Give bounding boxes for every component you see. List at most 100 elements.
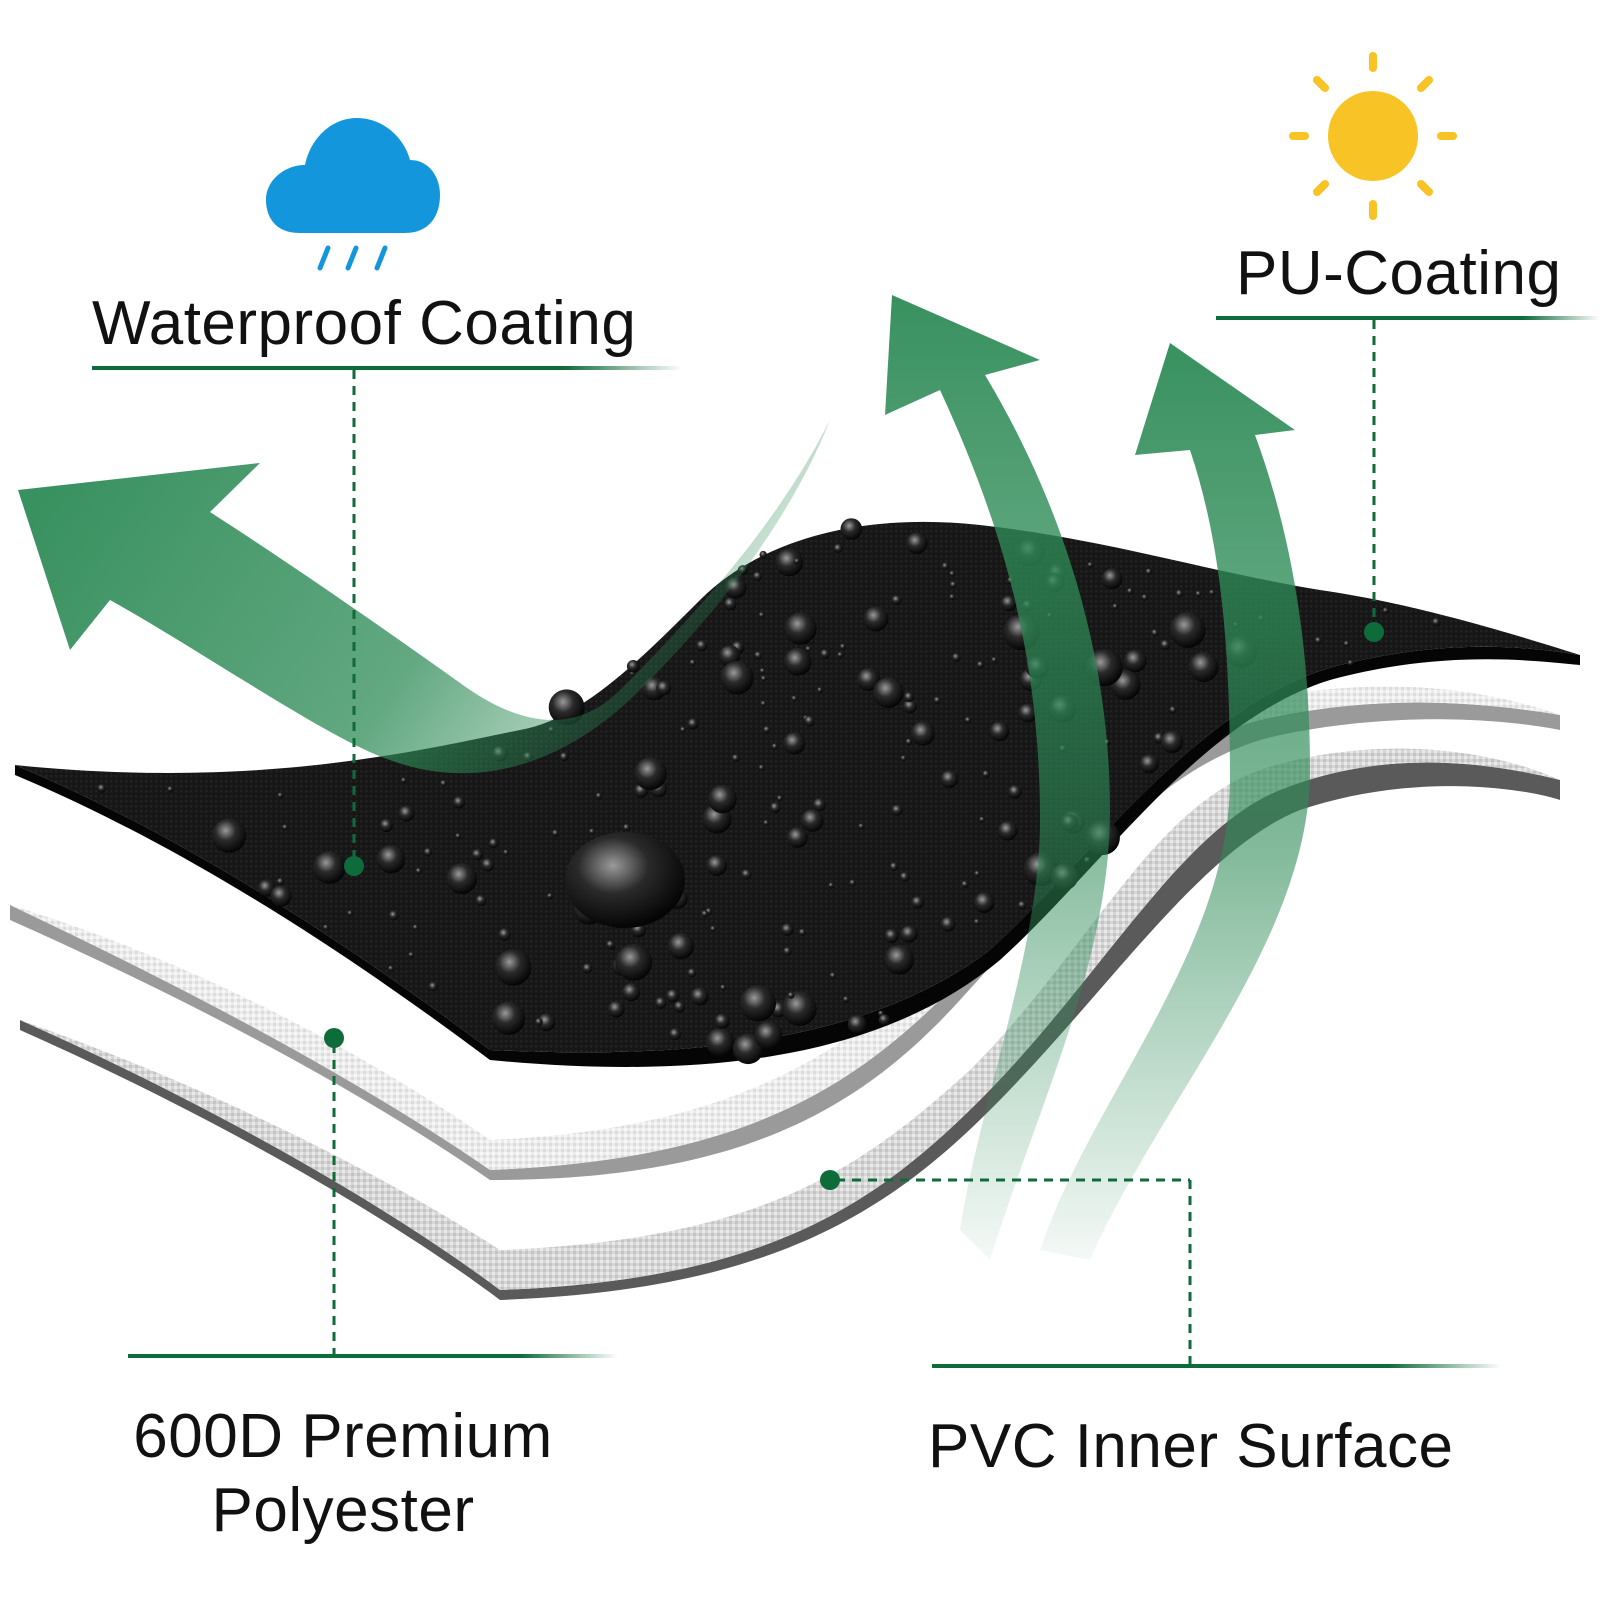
water-droplet bbox=[910, 721, 936, 746]
water-droplet bbox=[739, 985, 777, 1022]
water-droplet bbox=[1160, 730, 1184, 754]
water-droplet bbox=[964, 716, 972, 724]
water-droplet bbox=[906, 532, 928, 555]
water-droplet bbox=[776, 795, 783, 802]
water-droplet bbox=[798, 928, 806, 936]
water-droplet bbox=[1145, 568, 1153, 576]
water-droplet bbox=[732, 1033, 764, 1065]
water-droplet bbox=[941, 562, 949, 570]
water-droplet bbox=[97, 784, 107, 793]
water-droplet bbox=[900, 755, 907, 762]
water-droplet bbox=[582, 963, 593, 974]
water-droplet bbox=[863, 606, 889, 632]
water-droplet bbox=[270, 885, 292, 907]
water-droplet bbox=[622, 983, 641, 1002]
water-droplet bbox=[687, 968, 697, 978]
water-droplet bbox=[667, 932, 695, 960]
water-droplet bbox=[1112, 603, 1119, 610]
water-droplet bbox=[211, 818, 247, 853]
label-pu-coating: PU-Coating bbox=[1236, 239, 1562, 308]
label-pvc-inner-surface: PVC Inner Surface bbox=[928, 1412, 1454, 1481]
water-droplet bbox=[763, 819, 770, 826]
water-droplet bbox=[782, 991, 817, 1026]
water-droplet bbox=[891, 595, 902, 605]
water-droplet bbox=[741, 869, 752, 880]
water-droplet bbox=[491, 1001, 526, 1035]
water-droplet bbox=[654, 996, 667, 1009]
water-droplet bbox=[666, 989, 680, 1003]
water-droplet bbox=[423, 847, 433, 857]
water-droplet bbox=[783, 647, 812, 676]
water-droplet bbox=[752, 571, 763, 581]
label-polyester-line1: 600D Premium bbox=[133, 1402, 553, 1471]
water-droplet bbox=[412, 924, 419, 931]
water-droplet bbox=[498, 928, 511, 941]
label-polyester: 600D Premium Polyester bbox=[128, 1400, 558, 1548]
water-droplet bbox=[408, 951, 415, 958]
water-droplet bbox=[167, 786, 174, 793]
water-droplet bbox=[840, 518, 863, 540]
water-droplet bbox=[839, 643, 846, 650]
water-droplet bbox=[961, 880, 969, 888]
water-droplet bbox=[720, 661, 754, 695]
water-droplet bbox=[534, 1018, 543, 1026]
pvc-layer bbox=[20, 748, 1560, 1300]
water-droplet bbox=[494, 949, 532, 986]
water-droplet bbox=[551, 829, 560, 837]
water-droplet bbox=[763, 725, 771, 734]
water-droplet bbox=[257, 879, 276, 897]
water-droplet bbox=[415, 867, 422, 875]
water-droplet bbox=[388, 910, 399, 921]
water-droplet bbox=[706, 1028, 735, 1057]
arrow-up-left-icon bbox=[885, 295, 1110, 1260]
water-droplet bbox=[1126, 587, 1134, 595]
water-droplet bbox=[634, 757, 667, 791]
water-droplet bbox=[828, 882, 835, 889]
water-droplet bbox=[1343, 640, 1350, 647]
water-droplet bbox=[282, 824, 289, 831]
water-droplet bbox=[276, 877, 285, 886]
water-droplet bbox=[689, 659, 696, 666]
water-droplet bbox=[723, 597, 737, 611]
water-droplet bbox=[949, 581, 957, 589]
water-droplet bbox=[791, 695, 798, 702]
water-droplet bbox=[884, 928, 899, 943]
water-droplet bbox=[376, 844, 406, 874]
water-droplet bbox=[1018, 703, 1038, 723]
water-droplet bbox=[622, 823, 631, 832]
water-droplet bbox=[1017, 900, 1027, 910]
water-droplet bbox=[1432, 617, 1441, 627]
water-droplet bbox=[1123, 649, 1147, 673]
water-droplet bbox=[706, 854, 728, 876]
water-droplet bbox=[949, 594, 956, 600]
water-droplet bbox=[899, 872, 910, 882]
water-droplet bbox=[979, 816, 985, 823]
water-droplet bbox=[754, 651, 763, 660]
water-droplet bbox=[537, 1013, 556, 1032]
water-droplet bbox=[951, 653, 961, 662]
water-droplet bbox=[837, 651, 844, 659]
water-droplet bbox=[905, 738, 913, 746]
water-droplet bbox=[759, 668, 766, 674]
water-droplet bbox=[783, 732, 806, 755]
water-droplet bbox=[820, 649, 830, 659]
water-droplet bbox=[1000, 595, 1017, 612]
callout-pu bbox=[1216, 316, 1600, 642]
water-droplet bbox=[1101, 568, 1123, 589]
water-droplet bbox=[471, 848, 483, 861]
water-droplet bbox=[379, 818, 393, 833]
water-droplet bbox=[900, 925, 918, 943]
water-droplet bbox=[1208, 589, 1215, 596]
water-droplet bbox=[805, 645, 812, 652]
callout-waterproof bbox=[92, 366, 682, 876]
water-droplet bbox=[976, 661, 985, 669]
water-droplet bbox=[607, 1000, 625, 1018]
water-droplet bbox=[708, 784, 737, 814]
water-droplet bbox=[710, 925, 716, 932]
water-droplet bbox=[615, 944, 653, 981]
label-polyester-line2: Polyester bbox=[211, 1476, 475, 1545]
water-droplet bbox=[982, 770, 990, 778]
water-droplet bbox=[771, 743, 778, 750]
water-droplet bbox=[398, 805, 415, 822]
